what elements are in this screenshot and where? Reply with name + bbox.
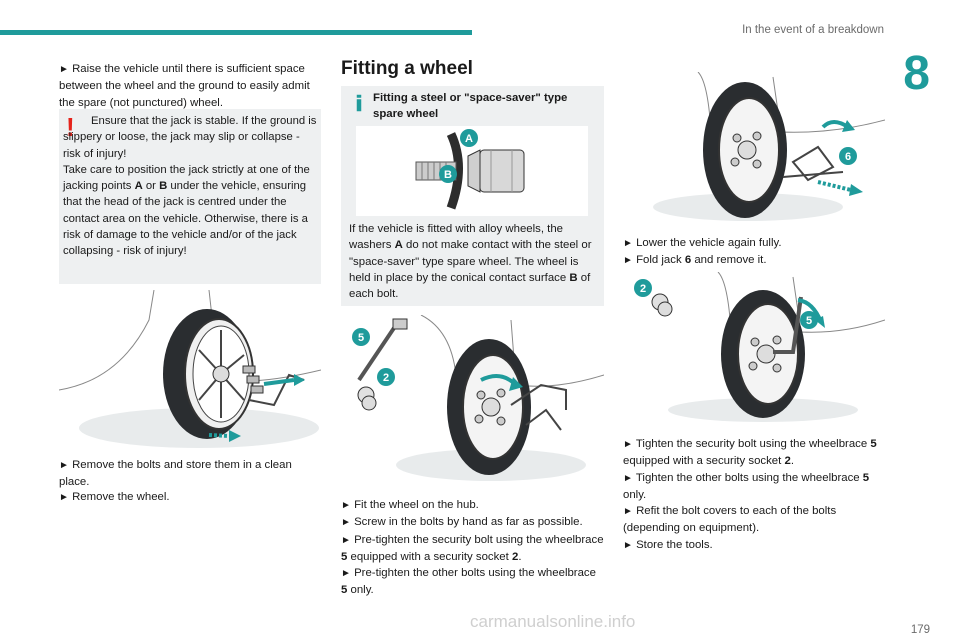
step-refit-covers: ► Refit the bolt covers to each of the b…	[623, 505, 837, 535]
jacking-point-a: A	[134, 180, 143, 193]
step-fit-wheel: ► Fit the wheel on the hub.	[341, 499, 479, 511]
step-fold-jack: ► Fold jack 6 and remove it.	[623, 254, 767, 267]
step-text: Raise the vehicle until there is suffici…	[59, 63, 310, 109]
jacking-point-b: B	[159, 180, 168, 193]
info-text: If the vehicle is fitted with alloy whee…	[349, 223, 592, 301]
bullet-arrow: ►	[59, 64, 69, 75]
tighten-bolts-illustration: 2 5	[634, 272, 885, 422]
chapter-number: 8	[903, 47, 930, 100]
step-pretighten-security: ► Pre-tighten the security bolt using th…	[341, 533, 604, 563]
step-tighten-others: ► Tighten the other bolts using the whee…	[623, 471, 870, 501]
step-remove-bolts: ► Remove the bolts and store them in a c…	[59, 459, 292, 489]
badge-2: 2	[383, 372, 389, 384]
lower-vehicle-illustration: 6	[653, 72, 885, 221]
fit-wheel-illustration: 5 2	[352, 315, 604, 481]
step-pretighten-others: ► Pre-tighten the other bolts using the …	[341, 567, 596, 597]
step-remove-wheel: ► Remove the wheel.	[59, 491, 170, 503]
lower-steps: ► Lower the vehicle again fully. ► Fold …	[623, 235, 885, 270]
callout-b: B	[444, 169, 452, 181]
step-screw-bolts: ► Screw in the bolts by hand as far as p…	[341, 516, 583, 529]
warning-text: Ensure that the jack is stable. If the g…	[63, 115, 317, 258]
badge-6: 6	[845, 151, 851, 163]
warning-box: ! Ensure that the jack is stable. If the…	[59, 109, 321, 284]
step-lower-vehicle: ► Lower the vehicle again fully.	[623, 237, 782, 249]
step-raise-vehicle: ► Raise the vehicle until there is suffi…	[59, 61, 321, 111]
fit-steps: ► Fit the wheel on the hub. ► Screw in t…	[341, 497, 604, 599]
header-accent-bar	[0, 30, 472, 35]
section-title: In the event of a breakdown	[742, 24, 884, 36]
section-heading: Fitting a wheel	[341, 58, 473, 79]
remove-bolts-illustration	[59, 290, 321, 448]
badge-5: 5	[358, 332, 364, 344]
info-icon	[356, 94, 362, 112]
page-number: 179	[910, 624, 930, 636]
info-title: Fitting a steel or "space-saver" type sp…	[373, 92, 568, 121]
badge-2: 2	[640, 283, 646, 295]
tighten-steps: ► Tighten the security bolt using the wh…	[623, 436, 885, 554]
info-box: Fitting a steel or "space-saver" type sp…	[341, 86, 604, 306]
watermark: carmanualsonline.info	[470, 612, 636, 631]
callout-a: A	[465, 133, 473, 145]
step-tighten-security: ► Tighten the security bolt using the wh…	[623, 438, 877, 468]
step-store-tools: ► Store the tools.	[623, 538, 713, 551]
warning-icon: !	[66, 112, 75, 142]
bolt-washer-illustration: A B	[356, 126, 588, 216]
badge-5: 5	[806, 315, 812, 327]
